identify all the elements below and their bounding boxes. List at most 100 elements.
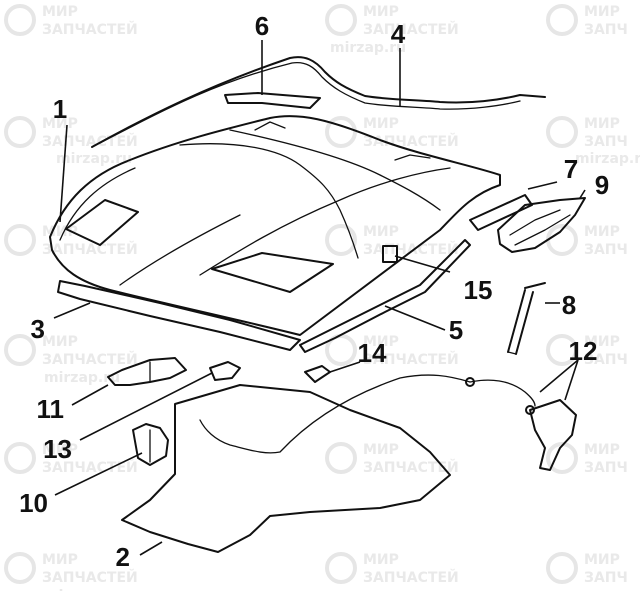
part-13-latch-clip: [209, 361, 241, 381]
watermark-logo-icon: [4, 224, 36, 256]
watermark-brand-line1: МИР: [363, 224, 399, 240]
watermark-brand-line2: ЗАПЧАСТЕЙ: [363, 459, 459, 476]
part-11-cable-end: [107, 357, 187, 386]
watermark-logo-icon: [4, 552, 36, 584]
watermark-brand-line2: ЗАПЧ: [584, 22, 628, 38]
watermark-brand-line2: ЗАПЧАСТЕЙ: [42, 351, 138, 368]
watermark-brand-line2: ЗАПЧ: [584, 352, 628, 368]
watermark-site: mirzap.ru: [44, 588, 120, 592]
watermark-logo-icon: [546, 116, 578, 148]
callout-7: 7: [564, 154, 578, 184]
callout-11: 11: [37, 394, 65, 424]
watermark-brand-line1: МИР: [42, 4, 78, 20]
watermark-brand-line2: ЗАПЧАСТЕЙ: [363, 351, 459, 368]
watermark-brand-line2: ЗАПЧАСТЕЙ: [42, 133, 138, 150]
watermark-tile: МИР ЗАПЧ: [546, 4, 628, 38]
part-5-side-seal: [299, 239, 471, 353]
watermark-brand-line1: МИР: [584, 442, 620, 458]
watermark-brand-line1: МИР: [42, 442, 78, 458]
watermark-brand-line2: ЗАПЧАСТЕЙ: [42, 569, 138, 586]
watermark-brand-line1: МИР: [42, 116, 78, 132]
watermark-brand-line1: МИР: [584, 334, 620, 350]
watermark-brand-line1: МИР: [584, 116, 620, 132]
watermark-brand-line2: ЗАПЧАСТЕЙ: [363, 569, 459, 586]
watermark-site: mirzap.ru: [44, 370, 120, 386]
watermark-site: mirzap.ru: [56, 151, 132, 167]
callout-15: 15: [464, 275, 493, 305]
callout-2: 2: [116, 542, 130, 572]
watermark-logo-icon: [546, 334, 578, 366]
callout-8: 8: [562, 290, 576, 320]
leader-lines: [53, 40, 586, 556]
watermark-brand-line2: ЗАПЧ: [584, 134, 628, 150]
watermark-brand-line2: ЗАПЧАСТЕЙ: [363, 133, 459, 150]
watermark-site: mirzap.ru: [330, 40, 406, 56]
watermark-brand-line2: ЗАПЧАСТЕЙ: [42, 459, 138, 476]
watermark-logo-icon: [4, 442, 36, 474]
callout-6: 6: [255, 11, 269, 41]
part-6-seal: [224, 92, 321, 109]
part-12-lock: [525, 399, 577, 471]
release-cable: [199, 374, 536, 454]
watermark-brand-line1: МИР: [584, 552, 620, 568]
watermark-logo-icon: [325, 4, 357, 36]
watermark-logo-icon: [546, 442, 578, 474]
watermark-brand-line1: МИР: [42, 334, 78, 350]
watermark-brand-line1: МИР: [363, 4, 399, 20]
watermark-logo-icon: [4, 116, 36, 148]
callout-5: 5: [449, 315, 463, 345]
watermark-logo-icon: [4, 334, 36, 366]
watermark-logo-icon: [325, 116, 357, 148]
watermark-brand-line1: МИР: [363, 116, 399, 132]
watermark-brand-line2: ЗАПЧАСТЕЙ: [363, 241, 459, 258]
watermark-brand-line2: ЗАПЧ: [584, 460, 628, 476]
callout-9: 9: [595, 170, 609, 200]
watermark-logo-icon: [546, 552, 578, 584]
watermark-tile: МИР ЗАПЧ: [546, 442, 628, 476]
part-10-latch: [132, 423, 169, 466]
part-8-strut: [507, 282, 546, 355]
part-2-insulator: [121, 384, 451, 553]
watermark-brand-line1: МИР: [363, 334, 399, 350]
part-3-front-seal: [57, 280, 301, 351]
watermark-brand-line1: МИР: [363, 552, 399, 568]
callout-10: 10: [19, 488, 48, 518]
watermark-brand-line2: ЗАПЧ: [584, 242, 628, 258]
watermark-brand-line2: ЗАПЧАСТЕЙ: [363, 21, 459, 38]
part-1-hood: [49, 115, 501, 336]
callout-14: 14: [358, 338, 387, 368]
watermark-logo-icon: [546, 4, 578, 36]
watermark-layer: МИРЗАПЧАСТЕЙМИРЗАПЧАСТЕЙМИРЗАПЧМИРЗАПЧАС…: [4, 4, 640, 592]
callout-labels: 1 2 3 4 5 6 7 8 9 10 11 12 13 14 15: [19, 11, 609, 572]
watermark-brand-line1: МИР: [584, 224, 620, 240]
part-7-bracket: [469, 194, 533, 231]
callout-13: 13: [43, 434, 72, 464]
watermark-site: mirzap.ru: [575, 151, 640, 167]
watermark-brand-line1: МИР: [363, 442, 399, 458]
part-14-bumper: [304, 365, 331, 383]
watermark-brand-line2: ЗАПЧАСТЕЙ: [42, 241, 138, 258]
watermark-brand-line2: ЗАПЧ: [584, 570, 628, 586]
watermark-brand-line2: ЗАПЧАСТЕЙ: [42, 21, 138, 38]
watermark-logo-icon: [325, 552, 357, 584]
watermark-tile: МИР ЗАПЧ: [546, 334, 628, 368]
callout-1: 1: [53, 94, 67, 124]
watermark-tile: МИР ЗАПЧ: [546, 224, 628, 258]
watermark-logo-icon: [325, 442, 357, 474]
watermark-brand-line1: МИР: [584, 4, 620, 20]
watermark-logo-icon: [4, 4, 36, 36]
part-9-hinge: [497, 197, 586, 253]
callout-12: 12: [569, 336, 598, 366]
callout-3: 3: [31, 314, 45, 344]
